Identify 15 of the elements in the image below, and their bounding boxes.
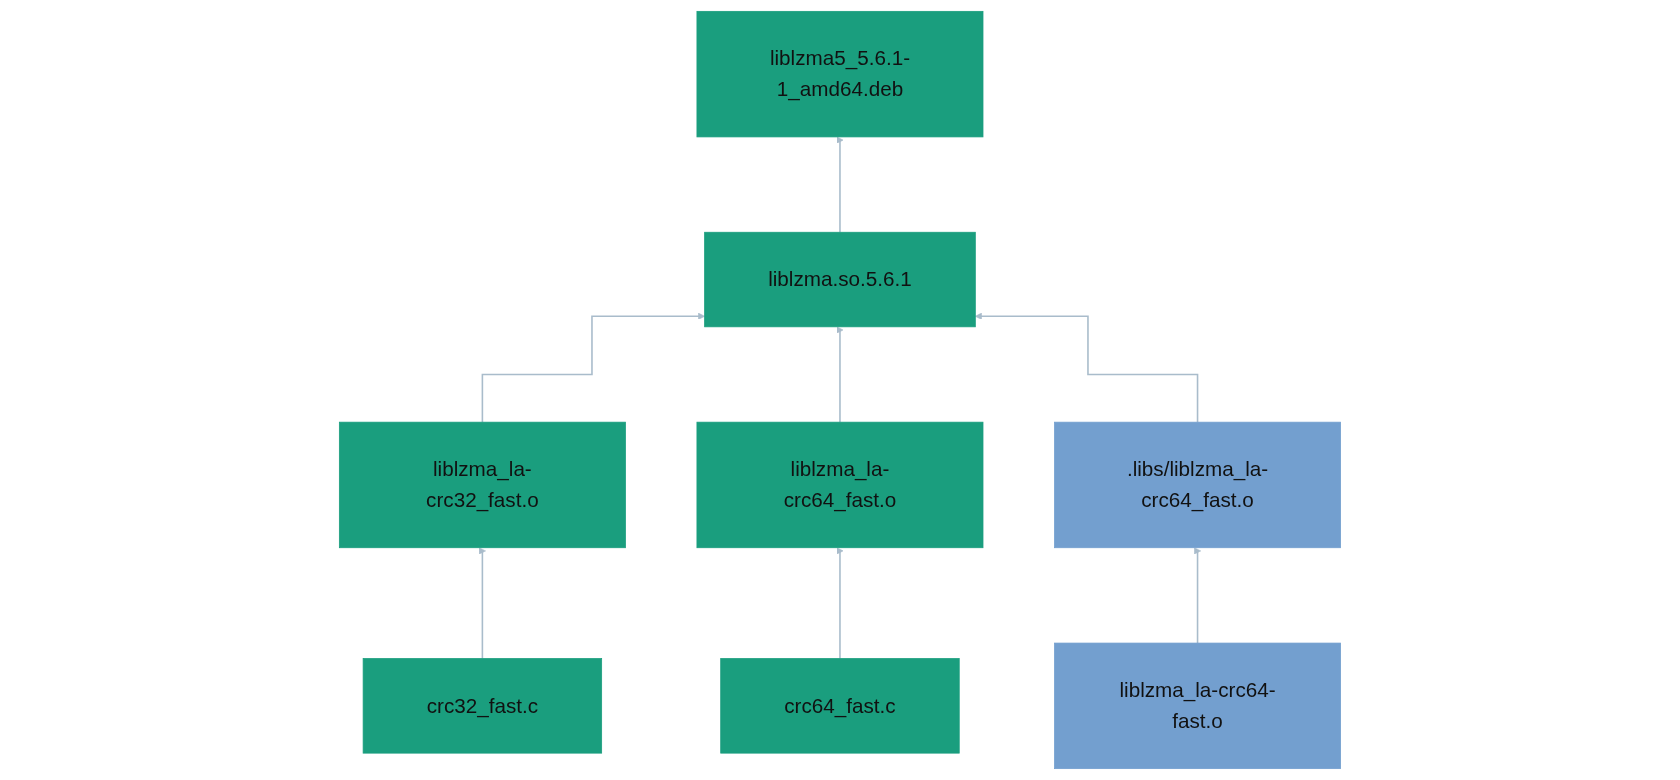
- arrow: [481, 312, 706, 423]
- arrow: [974, 312, 1199, 423]
- node-box: liblzma5_5.6.1-1_amd64.deb: [696, 10, 984, 138]
- arrow: [478, 547, 486, 660]
- node-box: liblzma_la-crc32_fast.o: [339, 421, 626, 549]
- node-box: crc32_fast.c: [362, 658, 603, 754]
- node-box: crc64_fast.c: [720, 658, 960, 754]
- node-box: liblzma_la-crc64-fast.o: [1054, 642, 1341, 770]
- arrow: [836, 136, 844, 234]
- node-box: liblzma.so.5.6.1: [704, 231, 976, 328]
- node-box: .libs/liblzma_la-crc64_fast.o: [1054, 421, 1341, 549]
- arrow: [836, 326, 844, 423]
- arrow: [1194, 547, 1202, 644]
- node-box: liblzma_la-crc64_fast.o: [696, 421, 984, 549]
- arrow: [836, 547, 844, 660]
